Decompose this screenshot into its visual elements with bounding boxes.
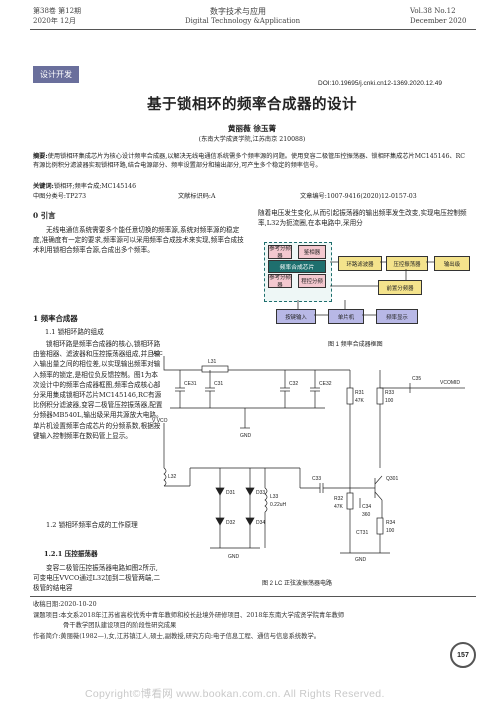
project-info: 课题项目:本文系2018年江苏省高校优秀中青年教师和校长赴境外研修项目、2018… bbox=[33, 612, 345, 619]
doc-code: 文献标识码:A bbox=[178, 193, 216, 200]
label-ce31: CE31 bbox=[184, 381, 197, 387]
section11-text: 锁相环路是频率合成器的核心,锁相环路由鉴相器、滤波器和压控振荡器组成,并且输入输… bbox=[33, 340, 163, 440]
abstract-label: 摘要: bbox=[33, 153, 48, 160]
abstract-text: 使用锁相环集成芯片为核心设计频率合成器,以解决无线电通信系统需多个频率源的问题。… bbox=[33, 153, 465, 169]
received-date: 收稿日期:2020-10-20 bbox=[33, 601, 97, 608]
label-r31-value: 47K bbox=[355, 398, 365, 404]
label-l31: L31 bbox=[208, 359, 217, 365]
label-c35: C35 bbox=[412, 376, 421, 382]
journal-volume: 第38卷 第12期 bbox=[33, 7, 82, 15]
label-d34: D34 bbox=[256, 520, 265, 526]
mcu-block: 单片机 bbox=[328, 309, 364, 324]
output-stage-block: 输出级 bbox=[434, 256, 470, 271]
section121-heading: 1.2.1 压控振荡器 bbox=[44, 550, 98, 558]
affiliation: (东南大学成贤学院,江苏南京 210088) bbox=[198, 136, 306, 143]
abstract: 摘要:使用锁相环集成芯片为核心设计频率合成器,以解决无线电通信系统需多个频率源的… bbox=[33, 152, 471, 170]
section11-heading: 1.1 锁相环路的组成 bbox=[45, 328, 104, 336]
label-l32: L32 bbox=[168, 474, 177, 480]
article-number: 文章编号:1007-9416(2020)12-0157-03 bbox=[300, 193, 417, 200]
label-r32: R32 bbox=[334, 496, 343, 502]
intro-text: 无线电通信系统需要多个能任意切换的频率源,系统对频率源的稳定度,准确度有一定的要… bbox=[33, 226, 244, 255]
keywords: 关键词:锁相环;频率合成;MC145146 bbox=[33, 182, 136, 191]
label-vvco: V VCO bbox=[152, 418, 168, 424]
journal-name-en: Digital Technology &Application bbox=[185, 17, 301, 25]
footer-rule bbox=[30, 596, 476, 597]
vco-block: 压控振荡器 bbox=[386, 256, 428, 271]
prescaler-block: 前置分频器 bbox=[378, 280, 422, 295]
prog-divider-block: 参考分频器 bbox=[268, 274, 292, 289]
category-tag: 设计开发 bbox=[33, 66, 79, 83]
journal-name: 数字技术与应用 bbox=[210, 7, 266, 16]
classification: 中图分类号:TP273 bbox=[33, 193, 87, 200]
label-gnd-top: GND bbox=[240, 433, 252, 439]
label-ct31: CT31 bbox=[356, 530, 368, 536]
synth-chip-label: 频率合成芯片 bbox=[268, 260, 326, 273]
label-d33: D33 bbox=[256, 490, 265, 496]
label-r32-value: 47K bbox=[334, 504, 344, 510]
section12-heading: 1.2 锁相环频率合成的工作原理 bbox=[46, 521, 138, 529]
figure2-caption: 图 2 LC 正弦波振荡器电路 bbox=[262, 581, 333, 587]
label-vcomid: VCOMID bbox=[440, 380, 460, 386]
figure1-caption: 图 1 频率合成器框图 bbox=[328, 342, 383, 348]
label-gnd-bottom: GND bbox=[228, 554, 240, 560]
header-rule bbox=[30, 29, 476, 30]
label-r31: R31 bbox=[355, 390, 364, 396]
label-q301: Q301 bbox=[386, 476, 398, 482]
page-number: 157 bbox=[450, 642, 476, 668]
label-c34-value: 360 bbox=[362, 512, 371, 518]
paper-title: 基于锁相环的频率合成器的设计 bbox=[147, 96, 357, 113]
label-c32: C32 bbox=[289, 381, 298, 387]
journal-date: 2020年 12月 bbox=[33, 17, 76, 25]
figure1-block-diagram: 参考分频器 鉴相器 频率合成芯片 参考分频器 程控分频 环路滤波器 压控振荡器 … bbox=[258, 236, 474, 336]
display-block: 频率显示 bbox=[376, 309, 418, 324]
label-l33: L33 bbox=[270, 494, 279, 500]
doi: DOI:10.19695/j.cnki.cn12-1369.2020.12.49 bbox=[318, 80, 442, 87]
intro-heading: 0 引言 bbox=[33, 211, 56, 220]
right-column-text: 随着电压发生变化,从而引起振荡器的输出频率发生改变,实现电压控制频率,L32为扼… bbox=[258, 209, 467, 228]
section121-text: 变容二极管压控振荡器电路如图2所示,可变电压VVCO通过L32加到二极管两端,二… bbox=[33, 564, 161, 593]
journal-date-en: December 2020 bbox=[410, 17, 467, 25]
keywords-text: 锁相环;频率合成;MC145146 bbox=[53, 183, 137, 190]
figure1-connectors bbox=[297, 261, 434, 316]
label-vcc: VCC bbox=[152, 351, 163, 357]
ref-divider-block: 参考分频器 bbox=[268, 245, 292, 260]
label-c31: C31 bbox=[214, 381, 223, 387]
label-r34-value: 100 bbox=[386, 528, 395, 534]
label-d31: D31 bbox=[226, 490, 235, 496]
label-gnd-right: GND bbox=[355, 557, 367, 563]
loop-filter-block: 环路滤波器 bbox=[338, 256, 382, 271]
keywords-label: 关键词: bbox=[33, 183, 54, 190]
key-input-block: 按键输入 bbox=[276, 309, 316, 324]
journal-volume-en: Vol.38 No.12 bbox=[410, 7, 456, 15]
section1-heading: 1 频率合成器 bbox=[33, 314, 78, 323]
label-ce32: CE32 bbox=[319, 381, 332, 387]
phase-detector-block: 鉴相器 bbox=[298, 245, 326, 259]
label-d32: D32 bbox=[226, 520, 235, 526]
copyright-watermark: Copyright©博看网 www.bookan.com.cn. All Rig… bbox=[85, 688, 385, 700]
label-l33-value: 0.22uH bbox=[270, 502, 287, 508]
label-r33-value: 100 bbox=[385, 398, 394, 404]
label-r33: R33 bbox=[385, 390, 394, 396]
label-c34: C34 bbox=[362, 504, 371, 510]
authors: 黄丽薇 徐玉菁 bbox=[227, 124, 277, 133]
label-c33: C33 bbox=[312, 476, 321, 482]
program-control-block: 程控分频 bbox=[298, 274, 326, 288]
label-r34: R34 bbox=[386, 520, 395, 526]
figure2-circuit: VCC V VCO CE31 C31 C32 CE32 L31 L32 C35 … bbox=[152, 351, 465, 563]
project-info-cont: 骨干教学团队建设项目的阶段性研究成果 bbox=[63, 622, 177, 629]
author-info: 作者简介:黄丽薇(1982—),女,江苏镇江人,硕士,副教授,研究方向:电子信息… bbox=[33, 633, 321, 640]
